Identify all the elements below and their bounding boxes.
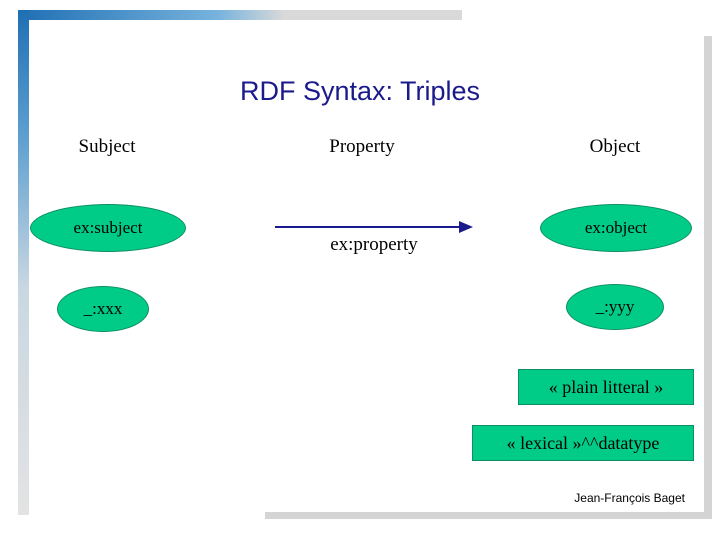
literal-plain: « plain litteral » — [518, 369, 694, 405]
arrow-head-icon — [459, 221, 473, 233]
right-decoration-bar — [704, 36, 712, 514]
column-header-subject: Subject — [78, 136, 136, 157]
column-header-property: Property — [329, 136, 395, 157]
literal-typed: « lexical »^^datatype — [472, 425, 694, 461]
node-blank-object: _:yyy — [566, 284, 664, 330]
page-title: RDF Syntax: Triples — [239, 76, 481, 106]
column-header-object: Object — [589, 136, 641, 157]
arrow-line — [275, 226, 461, 228]
author-credit: Jean-François Baget — [574, 491, 685, 505]
property-arrow-label: ex:property — [330, 234, 418, 255]
left-decoration-bar — [18, 10, 29, 515]
top-decoration-bar — [18, 10, 462, 20]
property-arrow — [275, 221, 473, 233]
bottom-decoration-bar — [265, 512, 712, 519]
node-object-uri: ex:object — [540, 204, 692, 252]
node-blank-subject: _:xxx — [57, 286, 149, 332]
node-subject-uri: ex:subject — [30, 204, 186, 252]
